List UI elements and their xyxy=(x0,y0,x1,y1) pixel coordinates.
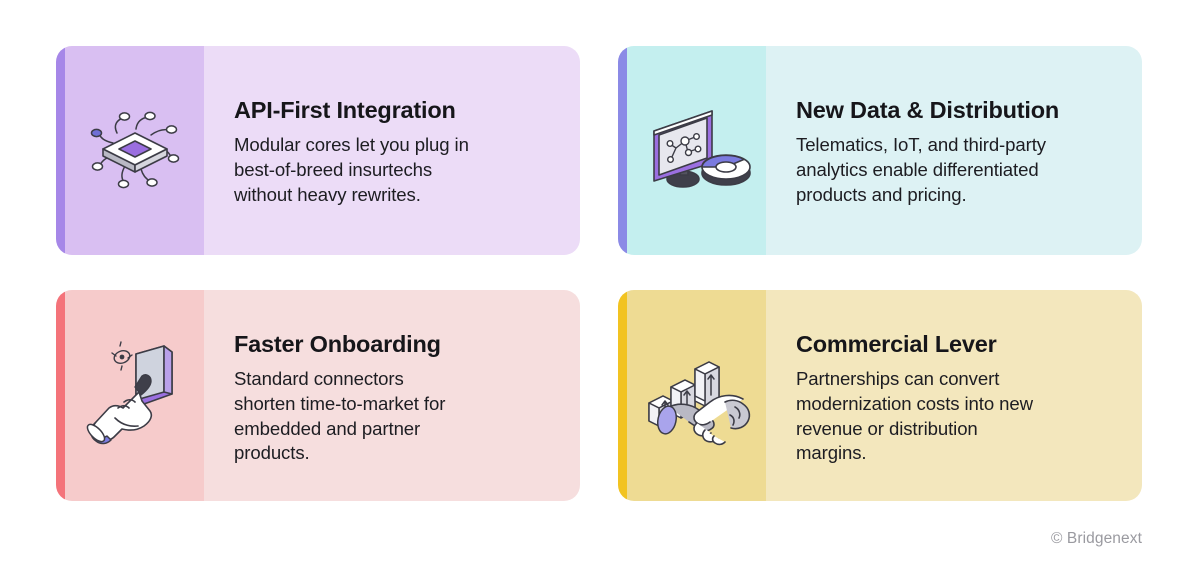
card-title: Commercial Lever xyxy=(796,331,997,358)
card-icon-panel xyxy=(65,290,204,501)
card-body: Partnerships can convert modernization c… xyxy=(796,368,1033,464)
hand-tap-icon xyxy=(82,336,188,456)
card-title: API-First Integration xyxy=(234,97,456,124)
card-accent-bar xyxy=(618,46,627,255)
handshake-growth-icon xyxy=(639,341,755,451)
microchip-icon xyxy=(79,103,191,199)
card-icon-panel xyxy=(627,46,766,255)
card-text-panel: API-First Integration Modular cores let … xyxy=(204,46,580,255)
card-title: Faster Onboarding xyxy=(234,331,441,358)
card-text-panel: Commercial Lever Partnerships can conver… xyxy=(766,290,1142,501)
card-accent-bar xyxy=(56,46,65,255)
card-icon-panel xyxy=(65,46,204,255)
card-body: Modular cores let you plug in best-of-br… xyxy=(234,134,469,205)
card-body: Telematics, IoT, and third-party analyti… xyxy=(796,134,1046,205)
card-accent-bar xyxy=(56,290,65,501)
card-text-panel: New Data & Distribution Telematics, IoT,… xyxy=(766,46,1142,255)
card-api-first-integration[interactable]: API-First Integration Modular cores let … xyxy=(56,46,580,255)
card-icon-panel xyxy=(627,290,766,501)
card-title: New Data & Distribution xyxy=(796,97,1060,124)
card-body: Standard connectors shorten time-to-mark… xyxy=(234,368,446,464)
card-faster-onboarding[interactable]: Faster Onboarding Standard connectors sh… xyxy=(56,290,580,501)
card-accent-bar xyxy=(618,290,627,501)
card-new-data-distribution[interactable]: New Data & Distribution Telematics, IoT,… xyxy=(618,46,1142,255)
card-text-panel: Faster Onboarding Standard connectors sh… xyxy=(204,290,580,501)
copyright-footer: © Bridgenext xyxy=(1050,530,1142,547)
monitor-analytics-icon xyxy=(640,103,754,199)
card-commercial-lever[interactable]: Commercial Lever Partnerships can conver… xyxy=(618,290,1142,501)
